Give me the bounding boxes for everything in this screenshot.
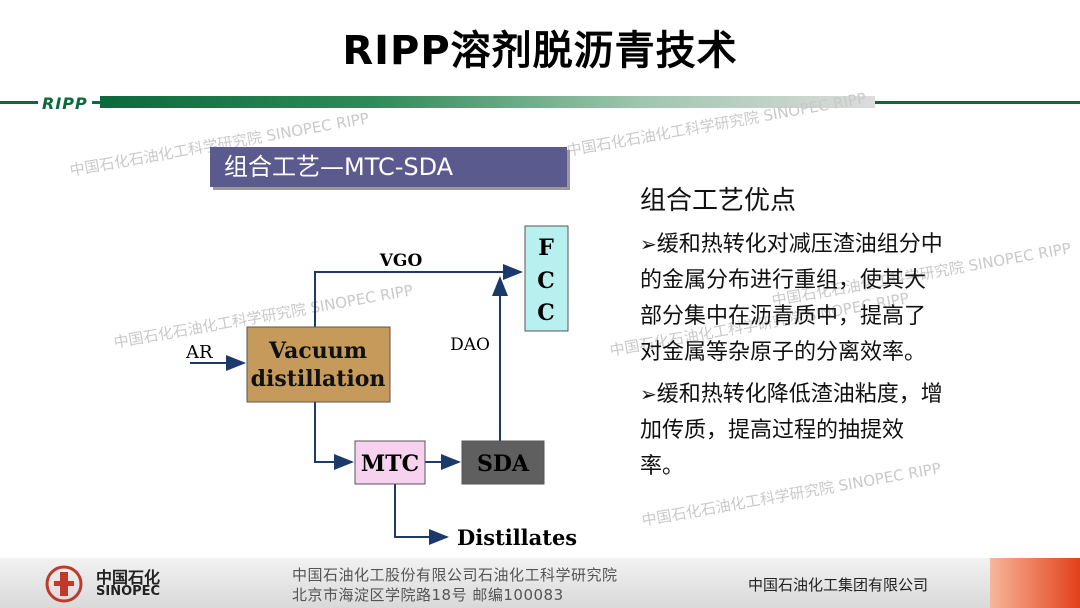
arrow-vgo-to-fcc xyxy=(314,264,523,327)
vacuum-label-line1: Vacuum xyxy=(268,338,367,364)
fcc-letter-f: F xyxy=(538,235,554,261)
sda-box xyxy=(461,440,545,485)
ripp-logo: RIPP xyxy=(38,94,92,113)
bullet-marker: ➢ xyxy=(640,382,657,406)
vacuum-label-line2: distillation xyxy=(251,366,386,392)
header-bar xyxy=(100,96,875,108)
mtc-box xyxy=(354,440,426,485)
footer-accent xyxy=(990,558,1080,608)
ar-label: AR xyxy=(185,342,213,363)
header-line-right xyxy=(875,101,1080,104)
mtc-label: MTC xyxy=(361,451,419,477)
arrow-to-distillates xyxy=(394,484,449,545)
dao-label: DAO xyxy=(450,335,490,355)
advantage-line: 部分集中在沥青质中，提高了 xyxy=(640,304,927,329)
fcc-letter-c2: C xyxy=(537,300,555,326)
footer-institute: 中国石油化工股份有限公司石油化工科学研究院 xyxy=(292,566,618,584)
section-label: 组合工艺—MTC-SDA xyxy=(210,147,567,187)
advantage-line: 加传质，提高过程的抽提效 xyxy=(640,418,905,443)
bullet-marker: ➢ xyxy=(640,232,657,256)
advantage-line: 率。 xyxy=(640,454,685,479)
fcc-box xyxy=(524,225,569,332)
sinopec-name-en: SINOPEC xyxy=(96,584,161,599)
footer-group-name: 中国石油化工集团有限公司 xyxy=(748,576,929,594)
vgo-label: VGO xyxy=(379,251,423,271)
sinopec-name-cn: 中国石化 xyxy=(96,568,161,587)
arrow-vacuum-to-mtc xyxy=(314,402,354,470)
sda-label: SDA xyxy=(477,451,530,477)
advantage-line: 缓和热转化对减压渣油组分中 xyxy=(656,232,943,257)
advantages-heading: 组合工艺优点 xyxy=(640,186,797,216)
distillates-label: Distillates xyxy=(457,525,577,550)
sinopec-logo-icon xyxy=(45,565,83,603)
page-title: RIPP溶剂脱沥青技术 xyxy=(342,28,738,74)
advantage-line: 缓和热转化降低渣油粘度，增 xyxy=(656,382,943,407)
fcc-letter-c1: C xyxy=(537,268,555,294)
advantage-item: ➢缓和热转化对减压渣油组分中 的金属分布进行重组，使其大 部分集中在沥青质中，提… xyxy=(640,226,1020,371)
advantage-line: 的金属分布进行重组，使其大 xyxy=(640,268,927,293)
footer-bar xyxy=(0,558,1080,608)
advantage-line: 对金属等杂原子的分离效率。 xyxy=(640,340,927,365)
footer-address: 北京市海淀区学院路18号 邮编100083 xyxy=(292,586,564,604)
vacuum-distillation-box xyxy=(246,326,391,403)
advantage-item: ➢缓和热转化降低渣油粘度，增 加传质，提高过程的抽提效 率。 xyxy=(640,376,1020,485)
